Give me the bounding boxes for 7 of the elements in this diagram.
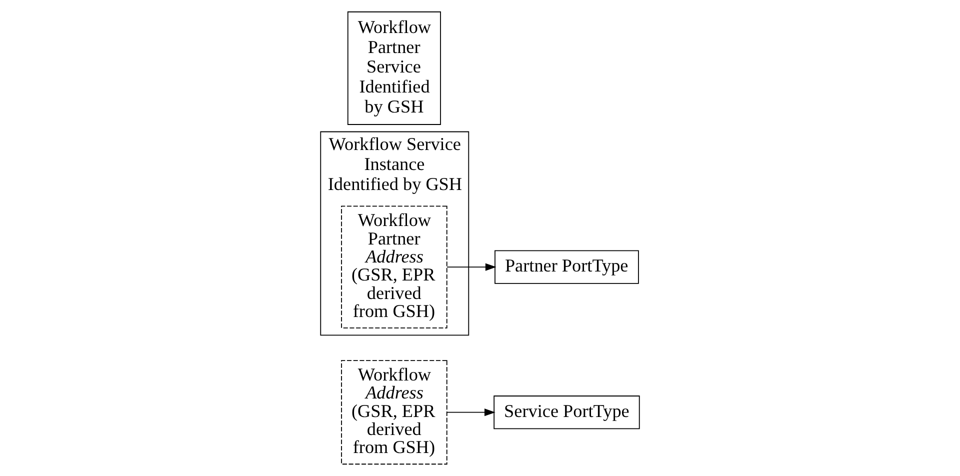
arrow	[446, 263, 496, 271]
arrow	[446, 408, 496, 416]
node-box: Partner PortType	[494, 250, 639, 284]
node-box: Workflow Partner Service Identified by GSH	[347, 11, 441, 125]
node-box: Workflow Address (GSR, EPR derived from GSH)	[341, 360, 448, 465]
node-box: Service PortType	[494, 396, 640, 430]
node-box: Workflow Partner Address (GSR, EPR derived from GSH)	[341, 206, 448, 328]
